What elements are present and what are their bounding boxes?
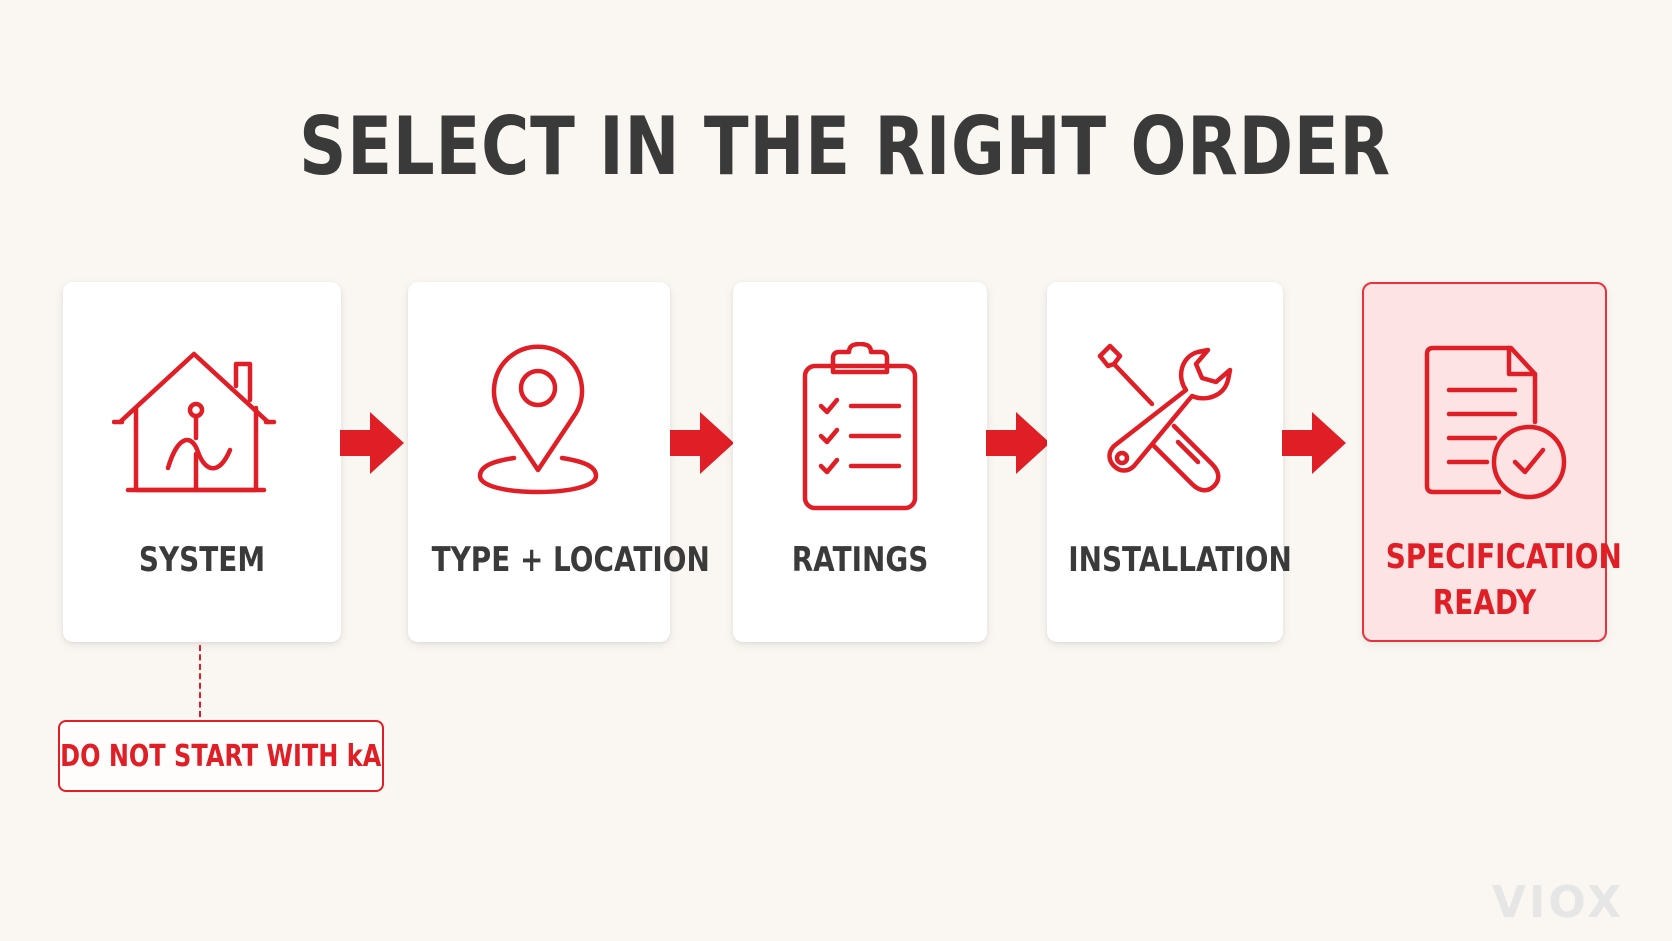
tools-icon (1097, 343, 1233, 493)
step-card-specification-ready: SPECIFICATION READY (1362, 282, 1622, 642)
warning-note: DO NOT START WITH kA (58, 720, 384, 792)
step-label: RATINGS (791, 540, 929, 580)
arrow-right-icon (340, 412, 404, 474)
step-card-ratings: RATINGS (733, 282, 987, 642)
page-title: SELECT IN THE RIGHT ORDER (299, 100, 1391, 193)
arrow-right-icon (1282, 412, 1346, 474)
arrow-right-icon (986, 412, 1050, 474)
document-check-icon (1424, 345, 1567, 500)
step-card-type-location: TYPE + LOCATION (408, 282, 710, 642)
step-label: TYPE + LOCATION (431, 540, 710, 580)
location-pin-icon (477, 344, 599, 495)
step-label: SYSTEM (138, 540, 266, 580)
clipboard-checklist-icon (802, 342, 918, 511)
arrow-right-icon (670, 412, 734, 474)
step-card-installation: INSTALLATION (1047, 282, 1292, 642)
warning-text: DO NOT START WITH kA (60, 738, 382, 774)
brand-watermark: VIOX (1492, 877, 1625, 928)
step-card-system: SYSTEM (63, 282, 341, 642)
connector-line (199, 645, 201, 717)
step-label: INSTALLATION (1068, 540, 1292, 580)
step-label: SPECIFICATION READY (1385, 537, 1622, 623)
house-icon (112, 351, 277, 493)
